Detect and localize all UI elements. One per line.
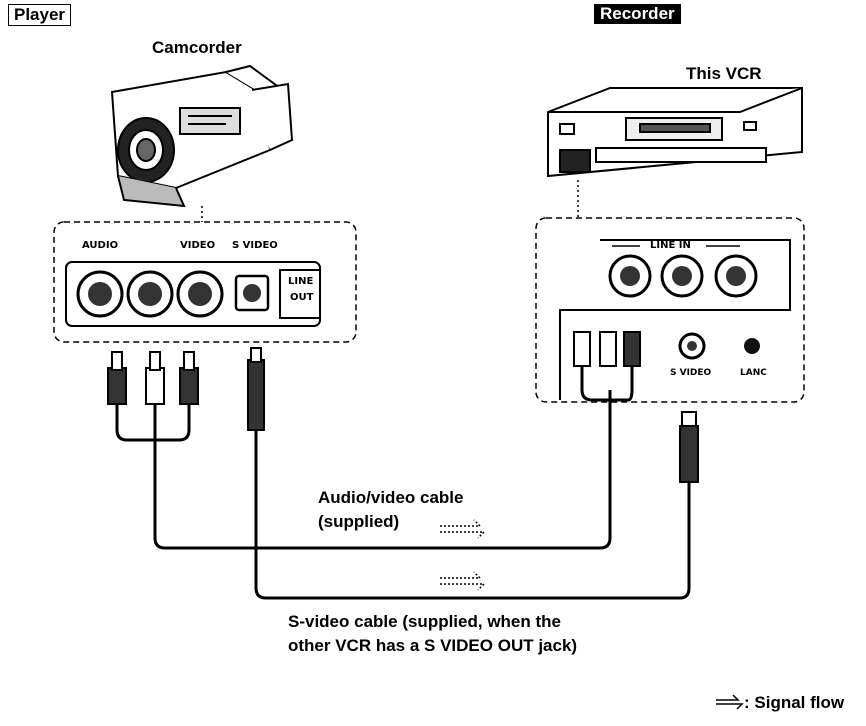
camcorder-illustration xyxy=(110,64,294,208)
s-video-cable xyxy=(254,430,691,600)
recorder-label: Recorder xyxy=(594,4,681,25)
player-label: Player xyxy=(8,4,72,27)
vcr-illustration xyxy=(547,87,803,178)
vcr-lanc-label: LANC xyxy=(740,368,767,378)
camcorder-jack-panel xyxy=(53,221,357,343)
cam-line-label: LINE xyxy=(288,276,314,287)
cam-audio-label: AUDIO xyxy=(82,240,119,251)
camcorder-label: Camcorder xyxy=(152,38,242,57)
cam-video-label: VIDEO xyxy=(180,240,216,251)
camcorder-side-plugs xyxy=(107,347,265,431)
vcr-line-in-label: LINE IN xyxy=(650,240,691,251)
this-vcr-label: This VCR xyxy=(686,64,762,83)
signal-flow-legend: : Signal flow xyxy=(744,693,845,712)
svideo-cable-label: S-video cable (supplied, when the xyxy=(288,612,561,631)
vcr-s-video-label: S VIDEO xyxy=(670,368,712,378)
av-cable-sub-label: (supplied) xyxy=(318,512,400,531)
svideo-cable-sub-label: other VCR has a S VIDEO OUT jack) xyxy=(288,636,578,655)
audio-video-cable xyxy=(115,366,634,550)
legend-arrow-icon xyxy=(716,694,744,710)
vcr-svideo-plug xyxy=(679,411,699,483)
cam-out-label: OUT xyxy=(290,292,314,303)
signal-flow-arrow-icon xyxy=(440,519,486,591)
av-cable-label: Audio/video cable xyxy=(318,488,464,507)
vcr-jack-panel xyxy=(535,217,805,403)
cam-s-video-label: S VIDEO xyxy=(232,240,278,251)
